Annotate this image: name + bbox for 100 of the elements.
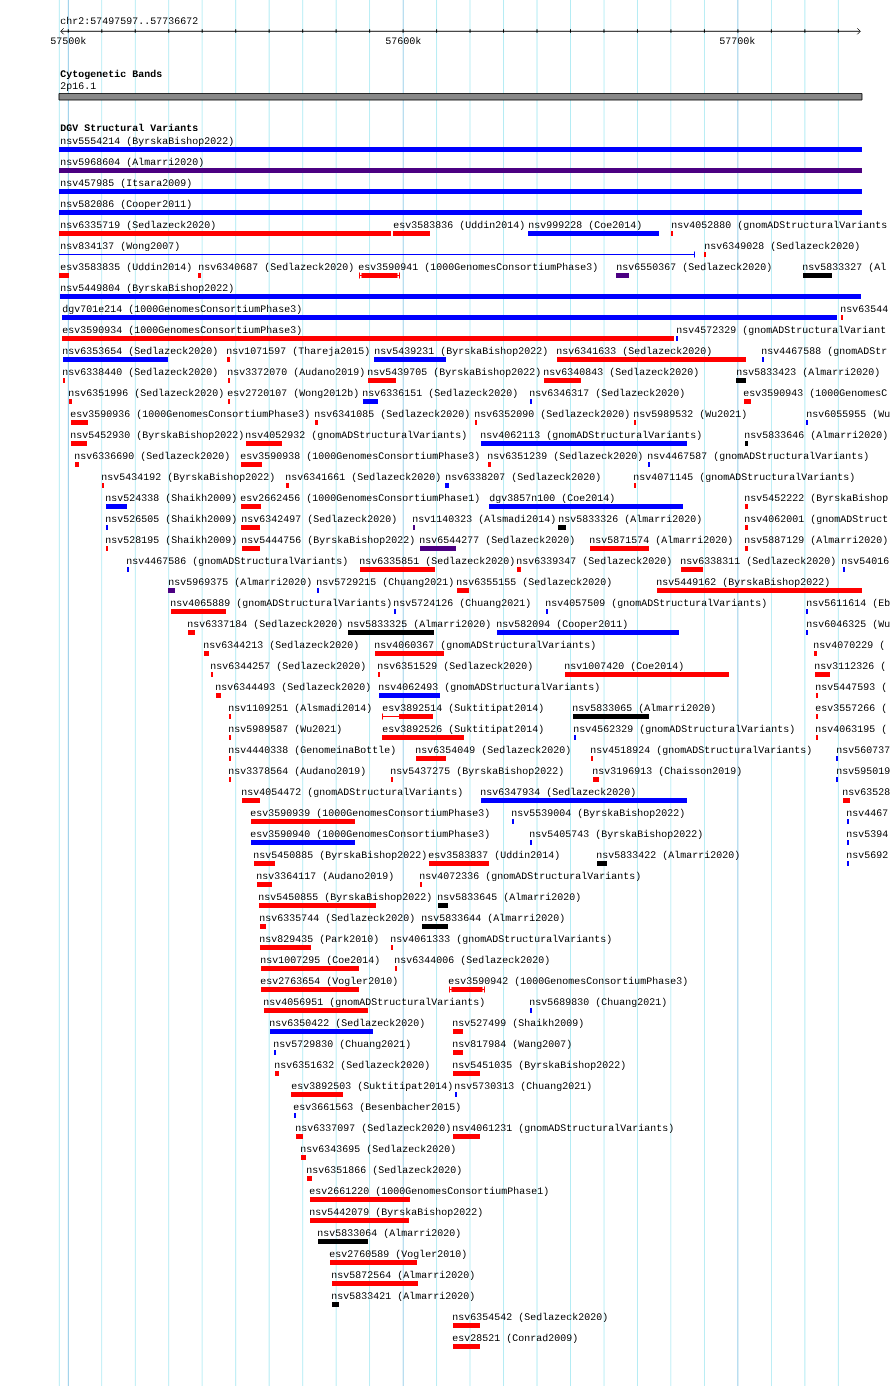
variant-label: nsv54016 [842,557,889,565]
variant-label: esv3590934 (1000GenomesConsortiumPhase3) [62,325,301,336]
variant-label: nsv6351866 (Sedlazeck2020) [307,1165,461,1176]
variant-label: nsv524338 (Shaikh2009) [106,493,236,504]
variant-label: nsv4440338 (GenomeinaBottle) [229,745,395,756]
variant-label: nsv6354542 (Sedlazeck2020) [453,1312,607,1323]
variant-label: nsv6353654 (Sedlazeck2020) [63,346,217,357]
variant-label: nsv5554214 (ByrskaBishop2022) [61,136,233,147]
variant-label: nsv6354049 (Sedlazeck2020) [416,745,570,756]
variant-label: nsv6046325 (Wu [807,619,890,630]
variant-label: nsv3378564 (Audano2019) [229,766,365,777]
variant-label: nsv1007420 (Coe2014) [565,661,683,672]
position-label: chr2:57497597..57736672 [60,16,198,25]
variant-label: nsv6344006 (Sedlazeck2020) [395,955,549,966]
variant-label: nsv6344493 (Sedlazeck2020) [216,682,370,693]
variant-label: nsv4070229 ( [814,640,884,651]
band-label: 2p16.1 [60,82,96,92]
variant-label: nsv5692 [847,851,888,859]
variant-label: nsv6341085 (Sedlazeck2020) [315,409,469,420]
variant-label: nsv5449804 (ByrskaBishop2022) [61,283,233,294]
variant-label: nsv6338311 (Sedlazeck2020) [681,556,835,567]
variant-label: nsv4562329 (gnomADStructuralVariants) [574,724,794,735]
variant-label: nsv5442079 (ByrskaBishop2022) [310,1207,482,1218]
variant-label: nsv560737 [837,746,890,754]
variant-label: esv2661220 (1000GenomesConsortiumPhase1) [309,1186,548,1197]
variant-label: nsv6343695 (Sedlazeck2020) [301,1144,455,1155]
variant-label: nsv4061231 (gnomADStructuralVariants) [453,1123,673,1134]
variant-label: nsv582094 (Cooper2011) [497,619,627,630]
variant-label: nsv4467587 (gnomADStructuralVariants) [648,451,868,462]
variant-label: nsv5439705 (ByrskaBishop2022) [368,367,540,378]
variant-label: esv2720107 (Wong2012b) [227,388,358,399]
variant-label: nsv4062493 (gnomADStructuralVariants) [379,682,599,693]
variant-label: nsv63544 [841,305,888,313]
variant-label: nsv1109251 (Alsmadi2014) [229,703,371,714]
variant-label: nsv5833422 (Almarri2020) [597,850,739,861]
variant-label: nsv6340843 (Sedlazeck2020) [544,367,698,378]
variant-label: nsv4061333 (gnomADStructuralVariants) [391,934,611,945]
variant-label: nsv3364117 (Audano2019) [257,871,393,882]
variant-label: nsv526505 (Shaikh2009) [106,514,236,525]
variant-label: nsv6335719 (Sedlazeck2020) [61,220,215,231]
variant-label: nsv6350422 (Sedlazeck2020) [270,1018,424,1029]
variant-label: nsv5969375 (Almarri2020) [169,577,311,588]
variant-label: nsv4467 [847,809,888,817]
variant-label: nsv4062113 (gnomADStructuralVariants) [481,430,701,441]
variant-label: nsv5729830 (Chuang2021) [274,1039,410,1050]
variant-label: esv28521 (Conrad2009) [452,1333,577,1344]
variant-label: nsv5451035 (ByrskaBishop2022) [453,1060,625,1071]
variant-label: nsv5989532 (Wu2021) [634,409,746,420]
variant-label: esv2662456 (1000GenomesConsortiumPhase1) [240,493,479,504]
variant-label: nsv527499 (Shaikh2009) [453,1018,583,1029]
variant-label: nsv4052932 (gnomADStructuralVariants) [246,430,466,441]
variant-label: nsv5394 [847,830,888,838]
variant-label: nsv6337097 (Sedlazeck2020) [296,1123,450,1134]
variant-label: nsv5871574 (Almarri2020) [590,535,732,546]
variant-label: nsv834137 (Wong2007) [61,241,179,252]
variant-label: nsv3196913 (Chaisson2019) [593,766,741,777]
variant-label: nsv5689830 (Chuang2021) [530,997,666,1008]
variant-label: nsv4072336 (gnomADStructuralVariants) [420,871,640,882]
variant-label: nsv5833327 (Al [803,262,886,273]
variant-label: nsv4518924 (gnomADStructuralVariants) [591,745,811,756]
variant-label: nsv5452930 (ByrskaBishop2022) [71,430,243,441]
variant-label: nsv4052880 (gnomADStructuralVariants [672,220,887,231]
variant-label: nsv5989587 (Wu2021) [229,724,341,735]
variant-label: esv3557266 ( [815,703,886,714]
variant-label: esv3590942 (1000GenomesConsortiumPhase3) [448,976,687,987]
variant-label: nsv6335851 (Sedlazeck2020) [360,556,514,567]
variant-label: nsv6341633 (Sedlazeck2020) [557,346,711,357]
variant-label: nsv5434192 (ByrskaBishop2022) [102,472,274,483]
variant-label: nsv5833646 (Almarri2020) [745,430,887,441]
variant-label: nsv6344213 (Sedlazeck2020) [204,640,358,651]
variant-label: nsv6550367 (Sedlazeck2020) [617,262,771,273]
variant-label: nsv1071597 (Thareja2015) [227,346,369,357]
variant-label: nsv6342497 (Sedlazeck2020) [242,514,396,525]
variant-label: nsv5447593 ( [816,682,886,693]
variant-label: nsv5452222 (ByrskaBishop [745,493,888,504]
variant-label: esv2760589 (Vogler2010) [329,1249,466,1260]
variant-label: nsv6340687 (Sedlazeck2020) [199,262,353,273]
variant-label: nsv63528 [843,788,890,796]
variant-label: esv3892503 (Suktitipat2014) [291,1081,452,1092]
variant-label: nsv5611614 (Eb [807,598,890,609]
variant-label: esv3583836 (Uddin2014) [393,220,524,231]
variant-label: nsv5450855 (ByrskaBishop2022) [259,892,431,903]
variant-label: nsv4060367 (gnomADStructuralVariants) [375,640,595,651]
tick-label: 57600k [385,36,421,45]
variant-label: nsv5437275 (ByrskaBishop2022) [391,766,563,777]
variant-label: nsv5730313 (Chuang2021) [455,1081,591,1092]
variant-label: nsv6351239 (Sedlazeck2020) [488,451,642,462]
variant-label: nsv6338207 (Sedlazeck2020) [446,472,600,483]
variant-label: nsv5833645 (Almarri2020) [438,892,580,903]
variant-label: nsv4467586 (gnomADStructuralVariants) [127,556,347,567]
variant-label: nsv4071145 (gnomADStructuralVariants) [634,472,854,483]
variant-label: esv2763654 (Vogler2010) [260,976,397,987]
variant-label: nsv5833644 (Almarri2020) [422,913,564,924]
variant-label: esv3892514 (Suktitipat2014) [382,703,543,714]
variant-label: nsv5887129 (Almarri2020) [745,535,887,546]
variant-label: nsv4054472 (gnomADStructuralVariants) [242,787,462,798]
variant-label: nsv6347934 (Sedlazeck2020) [481,787,635,798]
variant-label: nsv5450885 (ByrskaBishop2022) [254,850,426,861]
track-title: Cytogenetic Bands [60,69,162,80]
variant-label: dgv3857n100 (Coe2014) [489,493,614,504]
